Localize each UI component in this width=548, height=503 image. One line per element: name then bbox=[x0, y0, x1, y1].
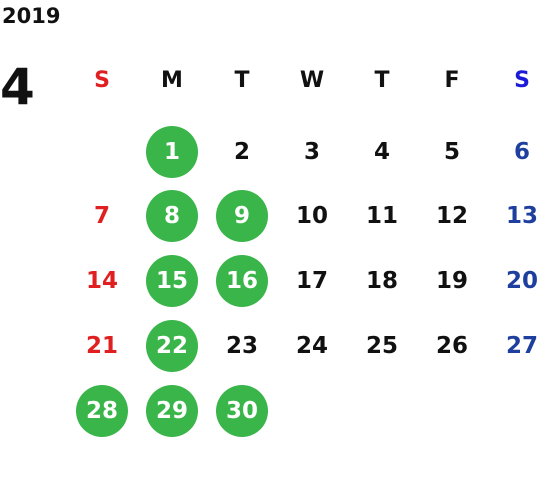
day-cell-28[interactable]: 28 bbox=[74, 385, 130, 437]
day-number: 26 bbox=[435, 333, 468, 359]
day-number: 9 bbox=[233, 203, 250, 229]
month-label: 4 bbox=[0, 58, 35, 116]
day-number: 12 bbox=[435, 203, 468, 229]
day-number: 4 bbox=[373, 139, 390, 165]
day-cell-30[interactable]: 30 bbox=[214, 385, 270, 437]
day-number: 27 bbox=[505, 333, 538, 359]
day-cell-27[interactable]: 27 bbox=[494, 320, 548, 372]
day-cell-1[interactable]: 1 bbox=[144, 126, 200, 178]
day-number: 2 bbox=[233, 139, 250, 165]
day-number: 19 bbox=[435, 268, 468, 294]
day-cell-26[interactable]: 26 bbox=[424, 320, 480, 372]
day-number: 25 bbox=[365, 333, 398, 359]
day-number: 28 bbox=[85, 398, 118, 424]
day-cell-20[interactable]: 20 bbox=[494, 255, 548, 307]
day-cell-2[interactable]: 2 bbox=[214, 126, 270, 178]
day-number: 21 bbox=[85, 333, 118, 359]
day-cell-7[interactable]: 7 bbox=[74, 190, 130, 242]
day-cell-5[interactable]: 5 bbox=[424, 126, 480, 178]
day-number: 11 bbox=[365, 203, 398, 229]
day-number: 3 bbox=[303, 139, 320, 165]
day-number: 29 bbox=[155, 398, 188, 424]
day-cell-22[interactable]: 22 bbox=[144, 320, 200, 372]
day-cell-17[interactable]: 17 bbox=[284, 255, 340, 307]
day-cell-9[interactable]: 9 bbox=[214, 190, 270, 242]
day-cell-8[interactable]: 8 bbox=[144, 190, 200, 242]
weekday-header-1: M bbox=[161, 68, 183, 93]
day-cell-12[interactable]: 12 bbox=[424, 190, 480, 242]
day-number: 17 bbox=[295, 268, 328, 294]
day-cell-10[interactable]: 10 bbox=[284, 190, 340, 242]
day-cell-13[interactable]: 13 bbox=[494, 190, 548, 242]
day-cell-29[interactable]: 29 bbox=[144, 385, 200, 437]
day-cell-11[interactable]: 11 bbox=[354, 190, 410, 242]
day-cell-4[interactable]: 4 bbox=[354, 126, 410, 178]
weekday-header-0: S bbox=[94, 68, 110, 93]
day-number: 16 bbox=[225, 268, 258, 294]
day-number: 24 bbox=[295, 333, 328, 359]
day-cell-6[interactable]: 6 bbox=[494, 126, 548, 178]
day-number: 1 bbox=[163, 139, 180, 165]
weekday-header-3: W bbox=[299, 68, 325, 93]
day-number: 23 bbox=[225, 333, 258, 359]
day-cell-21[interactable]: 21 bbox=[74, 320, 130, 372]
day-cell-16[interactable]: 16 bbox=[214, 255, 270, 307]
day-number: 22 bbox=[155, 333, 188, 359]
day-number: 10 bbox=[295, 203, 328, 229]
year-label: 2019 bbox=[2, 4, 61, 28]
day-number: 18 bbox=[365, 268, 398, 294]
weekday-header-6: S bbox=[514, 68, 530, 93]
day-cell-25[interactable]: 25 bbox=[354, 320, 410, 372]
day-cell-15[interactable]: 15 bbox=[144, 255, 200, 307]
day-cell-19[interactable]: 19 bbox=[424, 255, 480, 307]
day-number: 5 bbox=[443, 139, 460, 165]
day-number: 14 bbox=[85, 268, 118, 294]
weekday-header-4: T bbox=[374, 68, 390, 93]
weekday-header-5: F bbox=[444, 68, 460, 93]
day-cell-14[interactable]: 14 bbox=[74, 255, 130, 307]
day-cell-3[interactable]: 3 bbox=[284, 126, 340, 178]
day-number: 8 bbox=[163, 203, 180, 229]
day-number: 20 bbox=[505, 268, 538, 294]
day-cell-18[interactable]: 18 bbox=[354, 255, 410, 307]
day-number: 30 bbox=[225, 398, 258, 424]
weekday-header-2: T bbox=[234, 68, 250, 93]
day-number: 13 bbox=[505, 203, 538, 229]
day-number: 7 bbox=[93, 203, 110, 229]
day-number: 15 bbox=[155, 268, 188, 294]
day-cell-23[interactable]: 23 bbox=[214, 320, 270, 372]
day-cell-24[interactable]: 24 bbox=[284, 320, 340, 372]
day-number: 6 bbox=[513, 139, 530, 165]
